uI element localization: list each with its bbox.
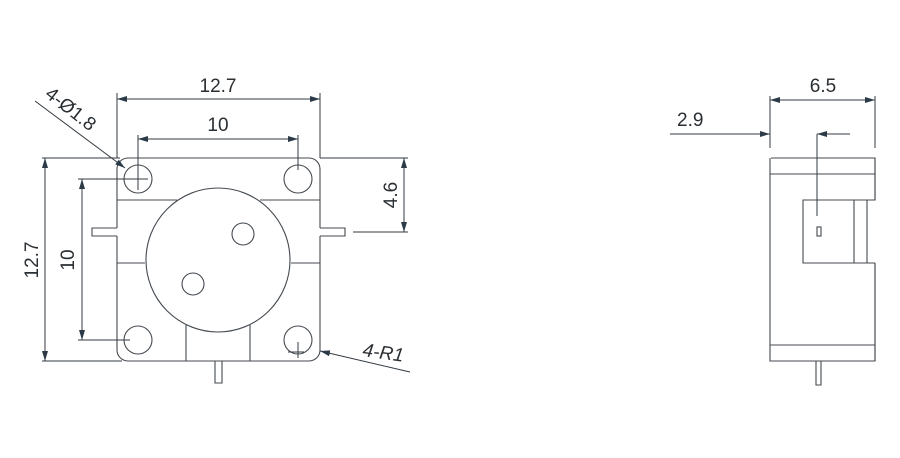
side-body-outline [769, 157, 876, 362]
bottom-pin [214, 361, 223, 384]
center-button-circle [145, 187, 291, 333]
side-slot [816, 226, 822, 237]
dim-hole-spacing-h: 10 [207, 115, 228, 136]
dim-tab-offset: 4.6 [381, 182, 402, 208]
pin-hole-lower [181, 272, 205, 296]
dim-offset: 2.9 [677, 110, 703, 131]
side-pin [815, 361, 822, 386]
right-tab [320, 227, 346, 237]
body-outline [116, 157, 321, 362]
dim-overall-width: 12.7 [200, 76, 237, 97]
dim-depth: 6.5 [810, 76, 836, 97]
side-view: 6.5 2.9 [670, 76, 876, 386]
dim-overall-height: 12.7 [22, 242, 43, 279]
dim-hole-spacing-v: 10 [58, 249, 79, 270]
front-view: 12.7 10 12.7 10 4.6 4-Ø1.8 4-R1 [22, 76, 411, 384]
left-tab [91, 227, 117, 237]
callout-corner-radius: 4-R1 [361, 340, 405, 367]
pin-hole-upper [231, 222, 255, 246]
